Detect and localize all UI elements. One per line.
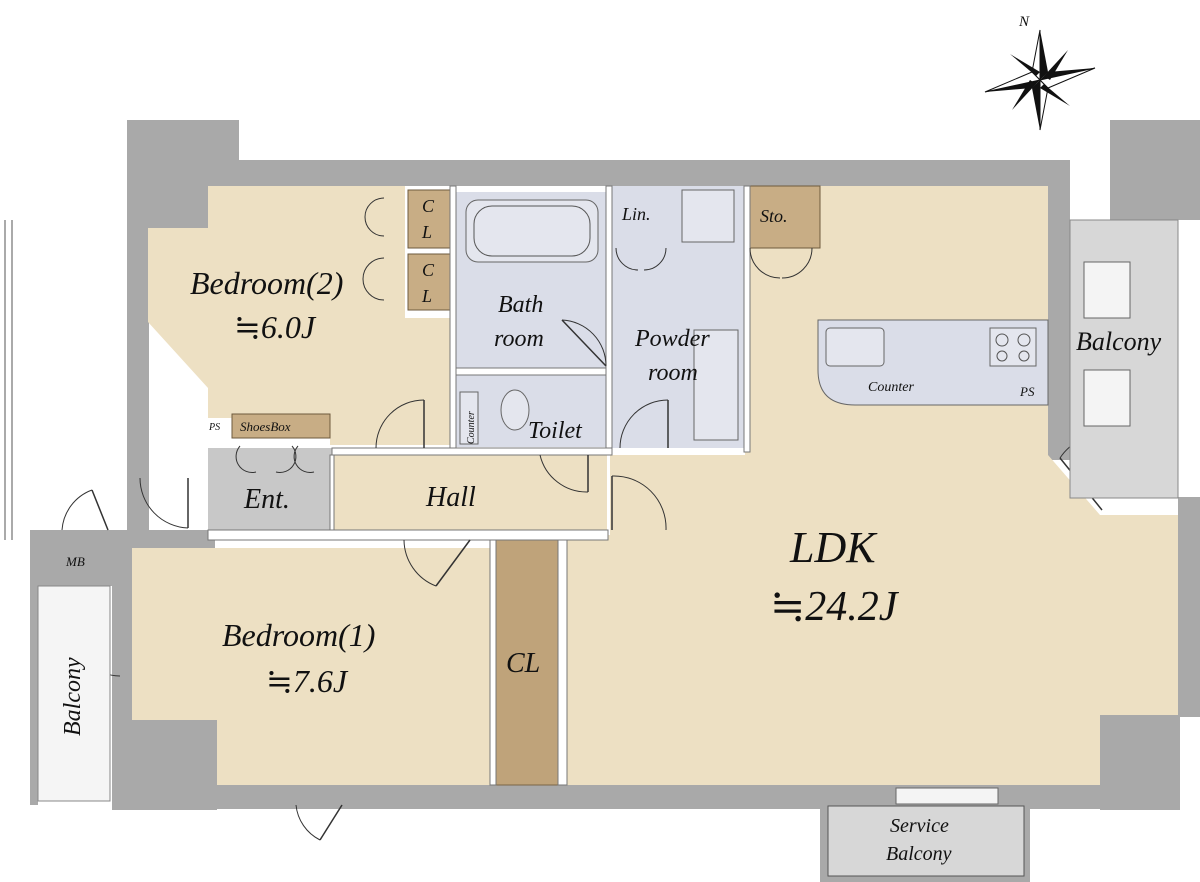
bedroom1-size: ≒7.6J xyxy=(266,663,349,699)
fixtures xyxy=(459,189,1037,445)
entrance-label: Ent. xyxy=(243,484,290,515)
bathroom-label-1: Bath xyxy=(498,292,543,318)
ps-label-kitchen: PS xyxy=(1019,384,1035,399)
washer-pan xyxy=(681,189,735,243)
kitchen-sink xyxy=(825,327,885,367)
powder-room-label-2: room xyxy=(648,360,698,386)
bathtub xyxy=(465,199,599,263)
north-compass xyxy=(984,29,1096,131)
toilet-counter-label: Counter xyxy=(466,411,477,444)
toilet-label: Toilet xyxy=(528,418,583,444)
storage-label: Sto. xyxy=(760,206,788,226)
hall-label: Hall xyxy=(425,482,476,513)
closet2-c: C xyxy=(422,260,435,280)
closet2-l: L xyxy=(421,286,432,306)
interior-walls xyxy=(207,185,751,786)
balcony-east-label: Balcony xyxy=(1076,327,1162,356)
sink-vanity xyxy=(693,329,739,441)
ps-label-hall: PS xyxy=(208,422,220,433)
closet1-c: C xyxy=(422,196,435,216)
mb-label: MB xyxy=(65,554,85,569)
balcony-west-label: Balcony xyxy=(60,657,86,736)
linen-label: Lin. xyxy=(621,204,651,224)
bedroom2-label: Bedroom(2) xyxy=(190,265,343,301)
walk-in-closet-label: CL xyxy=(506,648,540,679)
balcony-outlines xyxy=(4,219,1179,877)
shoes-box-label: ShoesBox xyxy=(240,419,291,434)
ldk-size: ≒24.2J xyxy=(770,584,900,630)
room-labels: LDK ≒24.2J Bedroom(1) ≒7.6J Bedroom(2) ≒… xyxy=(60,196,1162,865)
ldk-label: LDK xyxy=(789,523,878,572)
bedroom2-size: ≒6.0J xyxy=(234,309,317,345)
service-balcony-label-1: Service xyxy=(890,815,949,837)
bedroom1-label: Bedroom(1) xyxy=(222,617,375,653)
doors xyxy=(61,197,1111,841)
bathroom-label-2: room xyxy=(494,326,544,352)
counter-label: Counter xyxy=(868,380,914,395)
north-label: N xyxy=(1018,14,1030,30)
closet1-l: L xyxy=(421,222,432,242)
toilet-bowl xyxy=(500,389,530,431)
service-balcony-label-2: Balcony xyxy=(886,843,952,865)
powder-room-label-1: Powder xyxy=(634,326,710,352)
cooktop xyxy=(989,327,1037,367)
